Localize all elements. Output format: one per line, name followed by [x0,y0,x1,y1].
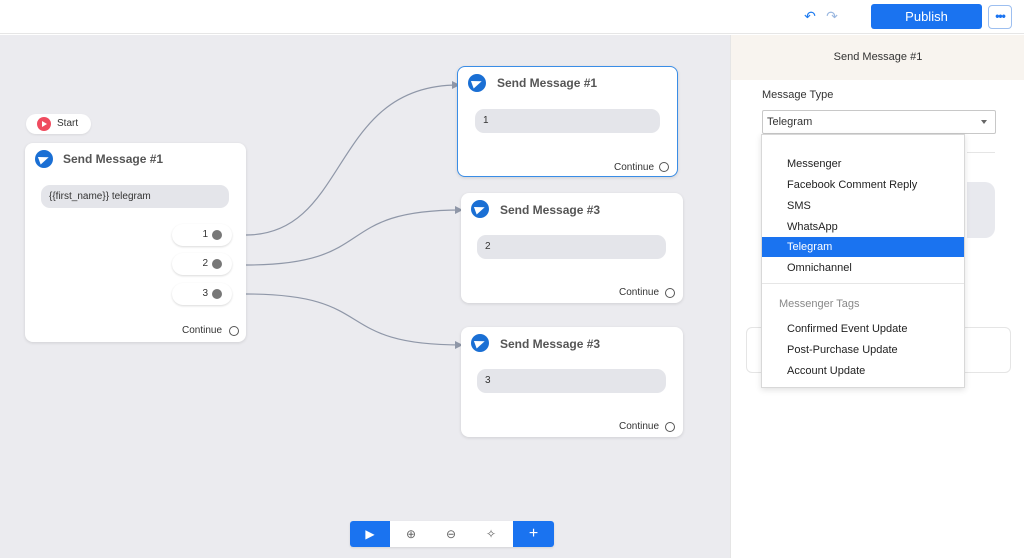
message-text[interactable]: 2 [477,235,666,259]
message-type-dropdown: Messenger Facebook Comment Reply SMS Wha… [761,134,965,388]
continue-label: Continue [614,162,655,173]
message-preview-box [967,182,995,238]
continue-handle[interactable] [659,162,669,172]
button-label: 3 [202,288,208,299]
node-title: Send Message #1 [63,152,164,166]
option-sms[interactable]: SMS [787,200,811,212]
message-text[interactable]: 1 [475,109,660,133]
continue-label: Continue [619,287,660,298]
node-title: Send Message #3 [500,337,601,351]
send-message-node[interactable]: Send Message #3 2 Continue [461,193,683,303]
button-option-1[interactable]: 1 [172,224,232,246]
option-account-update[interactable]: Account Update [787,365,866,377]
publish-button[interactable]: Publish [871,4,982,29]
telegram-icon [471,334,489,352]
option-facebook-comment-reply[interactable]: Facebook Comment Reply [787,179,918,191]
properties-panel: Send Message #1 Message Type Telegram [730,35,1024,558]
message-text[interactable]: {{first_name}} telegram [41,185,229,208]
button-label: 1 [202,229,208,240]
play-icon[interactable]: ▶ [350,521,390,547]
continue-handle[interactable] [665,288,675,298]
canvas-toolbar: ▶ ⊕ ⊖ ✧ + [350,521,554,547]
option-telegram[interactable]: Telegram [762,237,964,257]
panel-title: Send Message #1 [731,35,1024,80]
node-title: Send Message #1 [497,76,598,90]
node-title: Send Message #3 [500,203,601,217]
option-omnichannel[interactable]: Omnichannel [787,262,852,274]
connector-handle[interactable] [212,289,222,299]
telegram-icon [471,200,489,218]
continue-handle[interactable] [665,422,675,432]
play-icon [37,117,51,131]
send-message-node[interactable]: Send Message #1 {{first_name}} telegram … [25,143,246,342]
message-type-select[interactable]: Telegram [762,110,996,134]
dropdown-divider [762,283,964,284]
send-message-node-selected[interactable]: Send Message #1 1 Continue [457,66,678,177]
start-label: Start [57,118,79,129]
undo-icon[interactable]: ↶ [804,8,816,24]
message-type-value: Telegram [767,116,813,128]
add-node-icon[interactable]: + [513,521,554,547]
continue-label: Continue [182,325,223,336]
start-node[interactable]: Start [26,114,91,134]
message-text[interactable]: 3 [477,369,666,393]
telegram-icon [35,150,53,168]
button-option-2[interactable]: 2 [172,253,232,275]
zoom-out-icon[interactable]: ⊖ [445,527,457,541]
option-messenger[interactable]: Messenger [787,158,842,170]
send-message-node[interactable]: Send Message #3 3 Continue [461,327,683,437]
continue-handle[interactable] [229,326,239,336]
option-post-purchase-update[interactable]: Post-Purchase Update [787,344,898,356]
connector-handle[interactable] [212,230,222,240]
telegram-icon [468,74,486,92]
option-whatsapp[interactable]: WhatsApp [787,221,838,233]
messenger-tags-group-label: Messenger Tags [779,298,860,310]
top-bar: ↶ ↷ Publish ••• [0,0,1024,34]
message-type-label: Message Type [762,89,834,101]
zoom-in-icon[interactable]: ⊕ [405,527,417,541]
more-options-button[interactable]: ••• [988,5,1012,29]
connector-handle[interactable] [212,259,222,269]
redo-icon[interactable]: ↷ [826,8,838,24]
continue-label: Continue [619,421,660,432]
option-confirmed-event-update[interactable]: Confirmed Event Update [787,323,908,335]
divider [967,152,995,153]
chevron-down-icon [981,120,987,124]
auto-layout-icon[interactable]: ✧ [485,527,497,541]
button-option-3[interactable]: 3 [172,283,232,305]
button-label: 2 [202,258,208,269]
